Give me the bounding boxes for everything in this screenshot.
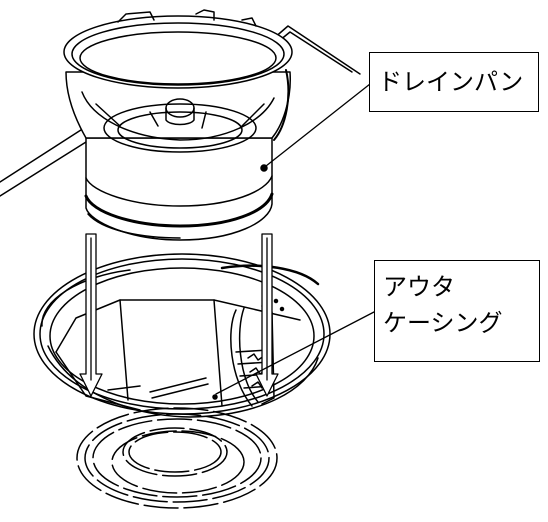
outer-casing-label: アウタ ケーシング — [374, 260, 540, 362]
down-arrow-right — [255, 233, 279, 397]
drain-pan-label: ドレインパン — [369, 52, 539, 112]
ring-parts — [76, 407, 278, 509]
outer-casing — [33, 253, 331, 418]
outer-casing-label-line2: ケーシング — [383, 309, 503, 337]
outer-casing-label-line1: アウタ — [383, 273, 455, 301]
drain-pan-label-text: ドレインパン — [378, 68, 524, 96]
down-arrow-left — [79, 233, 103, 397]
drain-pan — [63, 9, 293, 241]
leader-lines — [215, 83, 375, 395]
